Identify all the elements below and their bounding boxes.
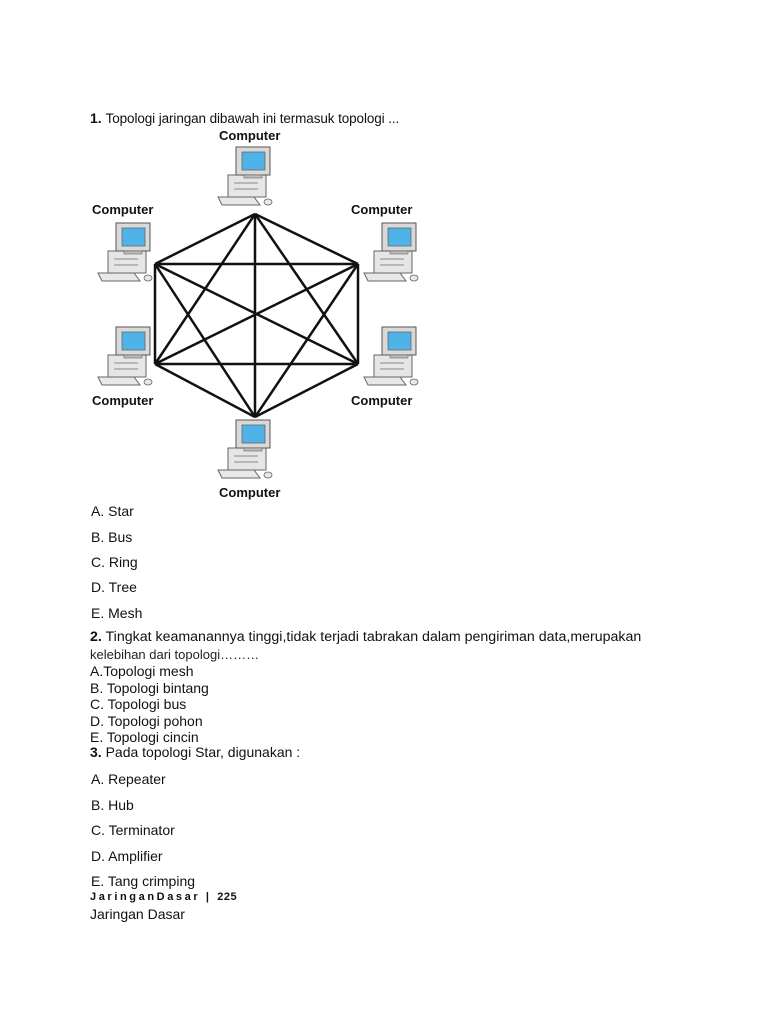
computer-icon xyxy=(97,326,153,386)
link xyxy=(154,212,256,266)
question-text-continued: kelebihan dari topologi……… xyxy=(90,647,260,662)
option-e: E. Topologi cincin xyxy=(90,729,199,745)
link xyxy=(154,262,359,366)
link xyxy=(254,212,359,266)
option-a: A. Repeater xyxy=(91,771,166,787)
node-label: Computer xyxy=(219,485,280,500)
question-number: 1. xyxy=(90,110,102,126)
page-number: 225 xyxy=(217,891,238,903)
option-e: E. Mesh xyxy=(91,605,143,621)
option-b: B. Topologi bintang xyxy=(90,680,209,696)
mesh-topology-diagram: Computer Computer Computer Computer Comp… xyxy=(92,128,419,500)
node-label: Computer xyxy=(92,393,153,408)
option-d: D. Amplifier xyxy=(91,848,163,864)
option-b: B. Hub xyxy=(91,797,134,813)
link xyxy=(153,263,257,418)
computer-icon xyxy=(97,222,153,282)
option-c: C. Topologi bus xyxy=(90,696,187,712)
option-c: C. Terminator xyxy=(91,822,175,838)
option-a: A. Star xyxy=(91,503,134,519)
computer-icon xyxy=(363,326,419,386)
footer-header-text: JaringanDasar | xyxy=(90,891,212,903)
question-text: Tingkat keamanannya tinggi,tidak terjadi… xyxy=(105,629,642,645)
link xyxy=(254,362,359,419)
node-label: Computer xyxy=(92,202,153,217)
option-e: E. Tang crimping xyxy=(91,873,196,889)
footer-subtitle: Jaringan Dasar xyxy=(90,906,185,922)
option-a: A.Topologi mesh xyxy=(90,663,194,679)
question-1: 1. Topologi jaringan dibawah ini termasu… xyxy=(90,110,399,126)
question-number: 2. xyxy=(90,629,102,645)
option-b: B. Bus xyxy=(91,529,133,545)
question-text: Pada topologi Star, digunakan : xyxy=(105,744,301,760)
computer-icon xyxy=(217,146,273,206)
question-number: 3. xyxy=(90,744,102,760)
question-2: 2. Tingkat keamanannya tinggi,tidak terj… xyxy=(90,629,641,645)
computer-icon xyxy=(217,419,273,479)
option-d: D. Topologi pohon xyxy=(90,713,203,729)
node-label: Computer xyxy=(351,202,412,217)
link xyxy=(253,263,360,418)
node-label: Computer xyxy=(351,393,412,408)
mesh-links xyxy=(153,212,360,419)
page-footer: JaringanDasar | 225 xyxy=(90,891,237,903)
question-3: 3. Pada topologi Star, digunakan : xyxy=(90,744,300,760)
option-c: C. Ring xyxy=(91,554,138,570)
node-label: Computer xyxy=(219,128,280,143)
computer-icon xyxy=(363,222,419,282)
option-d: D. Tree xyxy=(91,579,137,595)
link xyxy=(154,362,256,419)
question-text: Topologi jaringan dibawah ini termasuk t… xyxy=(105,111,400,126)
